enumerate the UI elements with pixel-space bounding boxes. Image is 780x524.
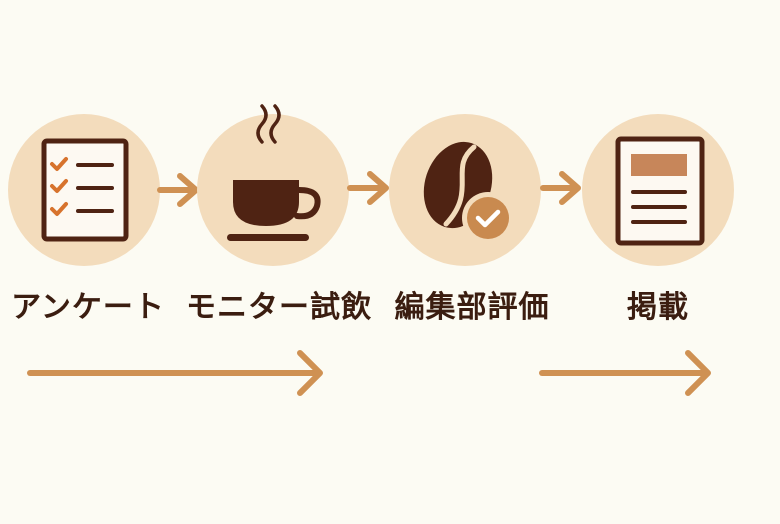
flow-arrow-1	[157, 173, 199, 207]
long-arrow-right	[539, 350, 711, 396]
flow-arrow-2	[347, 171, 389, 205]
step-label-survey: アンケート	[11, 290, 165, 325]
long-arrow-left	[27, 350, 323, 396]
step-label-publication: 掲載	[627, 290, 689, 325]
coffee-cup-icon	[227, 104, 321, 241]
step-2-icon-group	[197, 104, 349, 266]
step-label-editorial-review: 編集部評価	[394, 290, 550, 325]
document-icon	[615, 136, 705, 246]
step-3-icon-group	[389, 114, 541, 266]
step-label-monitor-tasting: モニター試飲	[186, 290, 372, 325]
checklist-icon	[41, 138, 129, 242]
flow-arrow-3	[540, 171, 581, 205]
step-4-icon-group	[582, 114, 734, 266]
coffee-bean-check-icon	[423, 141, 514, 244]
step-1-icon-group	[8, 114, 160, 266]
